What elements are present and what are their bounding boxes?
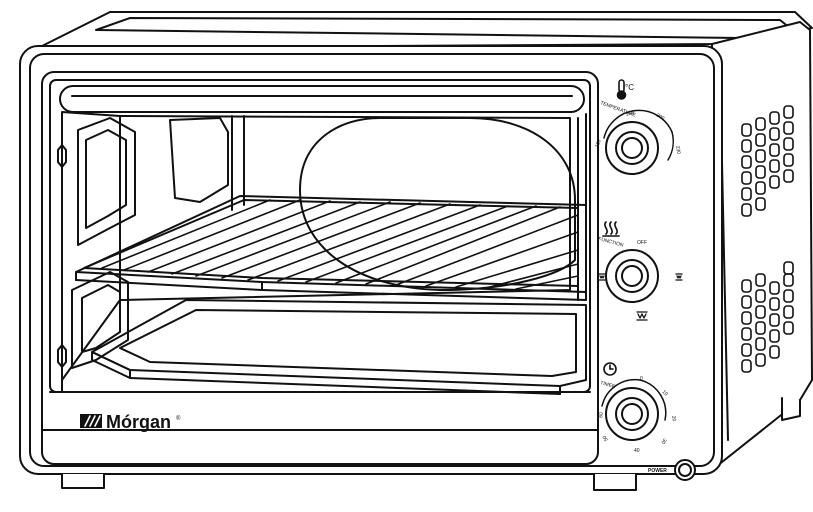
temperature-unit: °C [625, 83, 634, 92]
three-slash-logo-icon [80, 414, 102, 428]
clock-icon [603, 362, 617, 376]
power-button[interactable] [674, 459, 696, 481]
oven-top-inner [95, 17, 791, 39]
timer-scale-0: 0 [640, 376, 643, 382]
foot-front-left [61, 473, 105, 489]
foot-front-right [593, 473, 637, 491]
door-hinge-left-top [57, 144, 67, 168]
temp-scale-230: 230 [674, 145, 681, 154]
timer-scale-40: 40 [634, 448, 640, 454]
timer-scale-50: 50 [602, 434, 610, 442]
left-heater-bottom [71, 271, 129, 369]
side-vents-upper [741, 105, 794, 217]
temperature-knob[interactable] [603, 109, 674, 175]
cavity-lower-left-wall [61, 379, 121, 393]
left-heater-bottom-inner [81, 284, 121, 353]
baking-tray [91, 299, 587, 395]
brand-name: Mórgan [106, 412, 171, 432]
function-heating-symbol-left [598, 273, 606, 281]
power-label: POWER [648, 468, 667, 474]
function-heating-symbol-bottom [636, 311, 648, 321]
timer-scale-10: 10 [661, 389, 669, 397]
left-heater-top [77, 117, 136, 246]
mid-heater [169, 117, 229, 203]
thermometer-icon [616, 79, 627, 100]
timer-knob[interactable] [601, 378, 667, 441]
wire-rack [75, 195, 587, 301]
side-vents-lower [741, 261, 794, 373]
brand-trademark: ® [176, 415, 181, 422]
door-hinge-left-bottom [57, 344, 67, 368]
temp-scale-150: 150 [625, 110, 635, 118]
temp-scale-100: 100 [594, 139, 603, 149]
timer-scale-20: 20 [670, 415, 677, 422]
timer-scale-30: 30 [659, 437, 667, 445]
function-knob[interactable] [605, 249, 659, 303]
oven-front-inner-frame [29, 53, 715, 467]
temp-scale-200: 200 [655, 113, 665, 122]
left-heater-top-inner [85, 129, 127, 229]
timer-scale-60: 60 [598, 412, 605, 419]
oven-front-frame [19, 45, 723, 475]
function-off-label: OFF [637, 240, 647, 246]
foot-back-right [781, 397, 801, 421]
door-handle[interactable] [59, 85, 585, 113]
function-heating-symbol-right [675, 273, 683, 281]
oven-door [41, 71, 599, 465]
timer-label: TIMER [599, 380, 616, 390]
heat-waves-icon [602, 221, 620, 237]
